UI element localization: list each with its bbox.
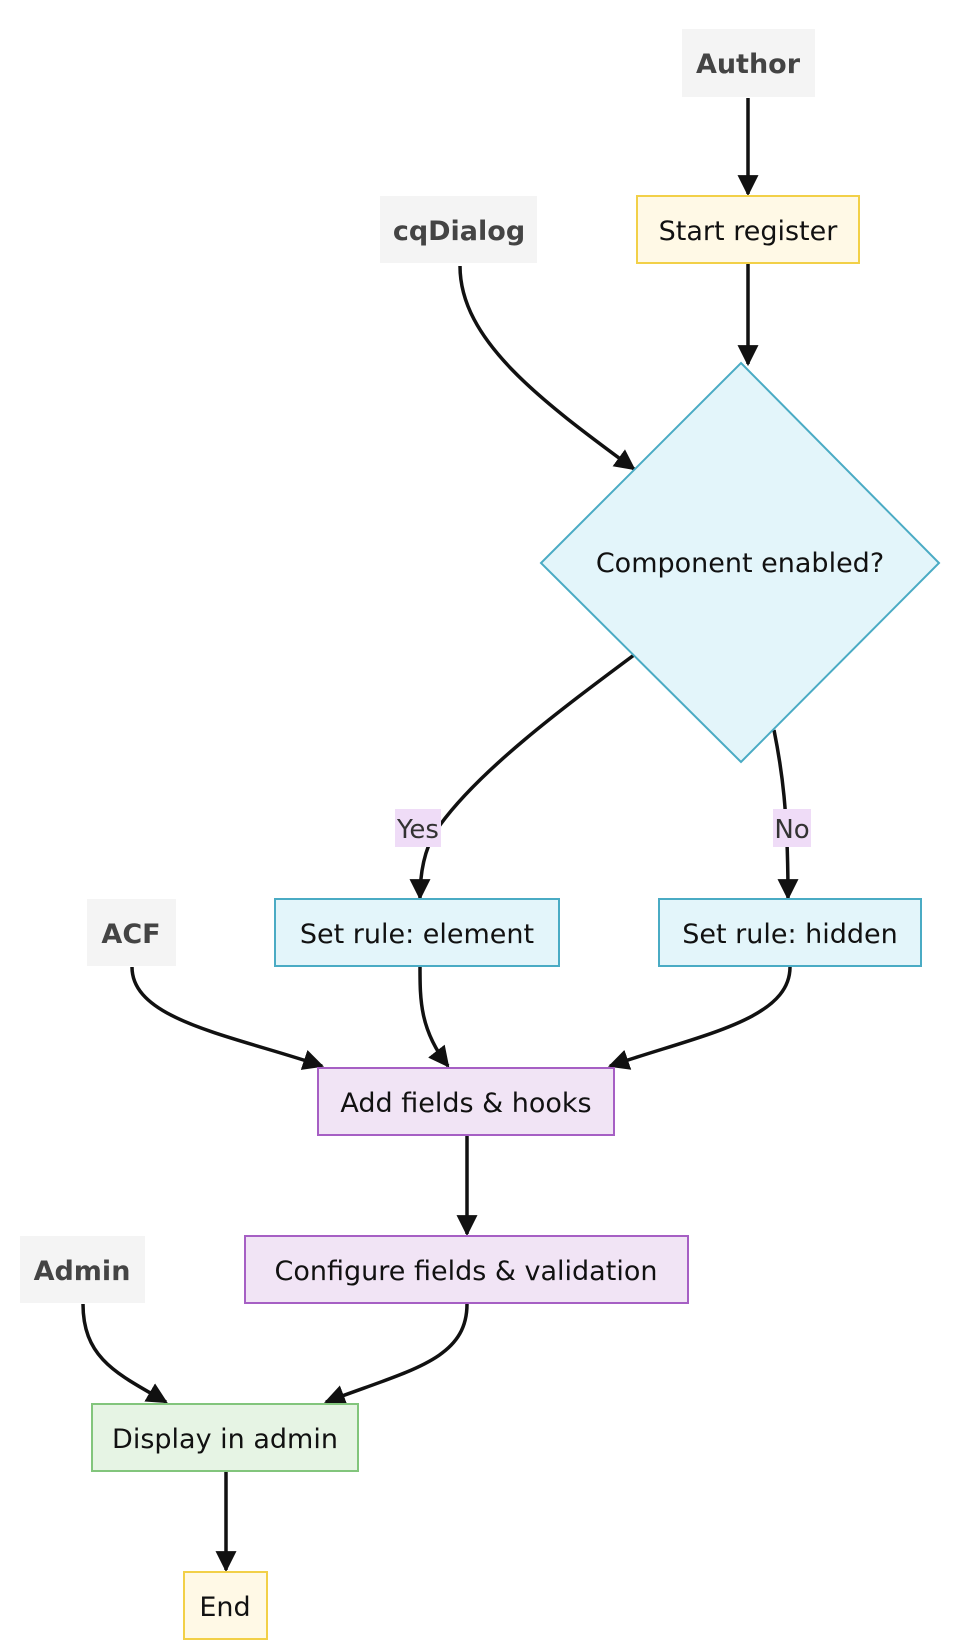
edge-cqdialog-decision — [458, 265, 636, 471]
edge-hidden-add — [608, 966, 792, 1070]
edge-decision-no — [772, 729, 799, 901]
node-admin-label: Admin — [34, 1256, 131, 1287]
node-author-label: Author — [696, 49, 801, 80]
node-rule-hidden-label: Set rule: hidden — [682, 919, 898, 950]
node-end[interactable]: End — [183, 1571, 268, 1640]
node-author[interactable]: Author — [682, 29, 815, 97]
edge-decision-yes — [409, 653, 636, 901]
edge-label-no-text: No — [774, 815, 809, 845]
node-cqdialog-label: cqDialog — [393, 216, 525, 247]
node-decision[interactable]: Component enabled? — [539, 361, 941, 764]
node-rule-element-label: Set rule: element — [300, 919, 534, 950]
node-rule-hidden[interactable]: Set rule: hidden — [658, 898, 922, 967]
edge-acf-add — [130, 966, 324, 1070]
node-cqdialog[interactable]: cqDialog — [380, 196, 537, 263]
edge-label-yes-text: Yes — [396, 815, 439, 845]
edge-configure-display — [324, 1303, 469, 1406]
node-end-label: End — [199, 1592, 250, 1623]
edge-label-no: No — [773, 809, 811, 847]
edge-element-add — [418, 966, 450, 1068]
node-acf-label: ACF — [101, 919, 160, 950]
node-display[interactable]: Display in admin — [91, 1403, 359, 1472]
edge-admin-display — [81, 1303, 168, 1404]
node-start-register[interactable]: Start register — [636, 195, 860, 264]
node-acf[interactable]: ACF — [87, 899, 176, 966]
edge-label-yes: Yes — [395, 809, 441, 847]
node-configure-label: Configure fields & validation — [275, 1256, 658, 1287]
node-decision-label: Component enabled? — [596, 548, 884, 579]
node-add-fields-label: Add fields & hooks — [340, 1088, 591, 1119]
node-configure[interactable]: Configure fields & validation — [244, 1235, 689, 1304]
edges — [81, 98, 799, 1573]
node-rule-element[interactable]: Set rule: element — [274, 898, 560, 967]
node-add-fields[interactable]: Add fields & hooks — [317, 1067, 615, 1136]
node-admin[interactable]: Admin — [20, 1236, 145, 1303]
node-display-label: Display in admin — [112, 1424, 338, 1455]
node-start-register-label: Start register — [659, 216, 839, 247]
